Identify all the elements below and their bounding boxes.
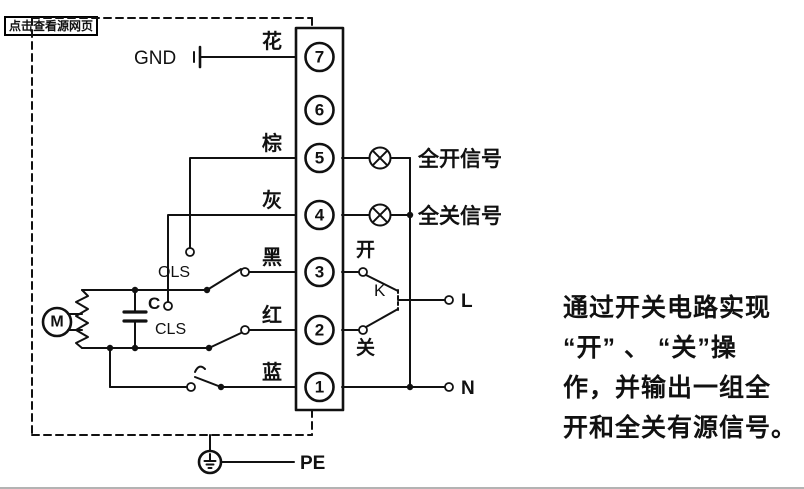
open-label: 开: [356, 240, 375, 261]
cls-limit-switch: CLS 红: [155, 303, 297, 352]
gnd-connection: GND 花: [134, 30, 297, 69]
terminal-strip: 7 6 5 4 3 2 1: [294, 26, 345, 412]
terminal-2: 2: [304, 314, 335, 346]
close-signal-label: 全关信号: [417, 204, 502, 228]
thermal-protector-switch: 蓝: [106, 344, 297, 392]
wire-grey: 灰: [163, 188, 297, 311]
neutral-circuit: N: [341, 378, 475, 399]
terminal-1-number: 1: [315, 378, 324, 397]
wire-red-label: 红: [262, 303, 282, 327]
terminal-3-number: 3: [315, 263, 324, 282]
pe-ground: PE: [197, 434, 325, 475]
open-contact: [358, 267, 368, 277]
terminal-7: 7: [304, 41, 335, 73]
terminal-4-number: 4: [315, 206, 325, 225]
ols-signal-contact: [185, 247, 195, 257]
live-terminal: [444, 295, 454, 305]
terminal-4: 4: [304, 199, 335, 231]
open-signal-label: 全开信号: [417, 147, 502, 171]
capacitor-label: C: [148, 294, 160, 313]
close-contact: [358, 325, 368, 335]
terminal-5: 5: [304, 142, 335, 174]
pe-ground-icon: [197, 449, 223, 475]
terminal-7-number: 7: [315, 48, 324, 67]
signal-common-line: [406, 157, 414, 391]
pe-label: PE: [300, 453, 325, 474]
motor: M: [41, 289, 210, 349]
k-blade-open: [365, 274, 399, 292]
neutral-label: N: [461, 378, 475, 399]
ols-label: OLS: [158, 264, 190, 281]
terminal-1: 1: [304, 371, 335, 403]
enclosure-dashed-border: [31, 17, 313, 436]
wire-black-label: 黑: [262, 246, 282, 269]
terminal-2-number: 2: [315, 321, 324, 340]
close-signal-circuit: 全关信号: [341, 203, 502, 228]
ols-limit-switch: OLS 黑: [158, 246, 297, 294]
wire-earth-label: 花: [262, 30, 282, 53]
k-switch: 开 关 K L: [341, 240, 473, 359]
wire-brown: 棕: [185, 131, 297, 257]
capacitor: C: [122, 286, 160, 352]
motor-winding-icon: [75, 289, 89, 349]
k-label: K: [374, 281, 386, 300]
terminal-5-number: 5: [315, 149, 324, 168]
ols-blade: [206, 268, 242, 291]
thermal-blade: [194, 376, 222, 388]
cls-label: CLS: [155, 321, 186, 338]
terminal-strip-body: [294, 26, 345, 412]
thermal-element-icon: [194, 365, 206, 373]
neutral-terminal: [444, 382, 454, 392]
open-signal-lamp-icon: [368, 146, 392, 170]
description-text: 通过开关电路实现 “开” 、 “关”操 作，并输出一组全 开和全关有源信号。: [563, 288, 803, 448]
gnd-label: GND: [134, 48, 176, 69]
source-page-badge[interactable]: 点击查看源网页: [4, 16, 99, 36]
description-line: 开和全关有源信号。: [563, 414, 798, 442]
motor-label: M: [50, 314, 63, 331]
wire-brown-label: 棕: [262, 131, 282, 155]
k-blade-close: [365, 308, 399, 328]
wire-grey-label: 灰: [262, 188, 282, 212]
open-signal-circuit: 全开信号: [341, 146, 502, 171]
wire-blue-label: 蓝: [262, 361, 282, 384]
description-line: 通过开关电路实现: [563, 294, 772, 322]
cls-blade: [208, 332, 242, 349]
live-label: L: [461, 291, 473, 312]
terminal-6-number: 6: [315, 101, 324, 120]
description-line: 作，并输出一组全: [563, 374, 772, 402]
terminal-6: 6: [304, 94, 335, 126]
cls-signal-contact: [163, 301, 173, 311]
close-label: 关: [356, 336, 375, 359]
terminal-3: 3: [304, 256, 335, 288]
motor-icon: [41, 306, 73, 338]
description-line: “开” 、 “关”操: [563, 334, 737, 362]
close-signal-lamp-icon: [368, 203, 392, 227]
